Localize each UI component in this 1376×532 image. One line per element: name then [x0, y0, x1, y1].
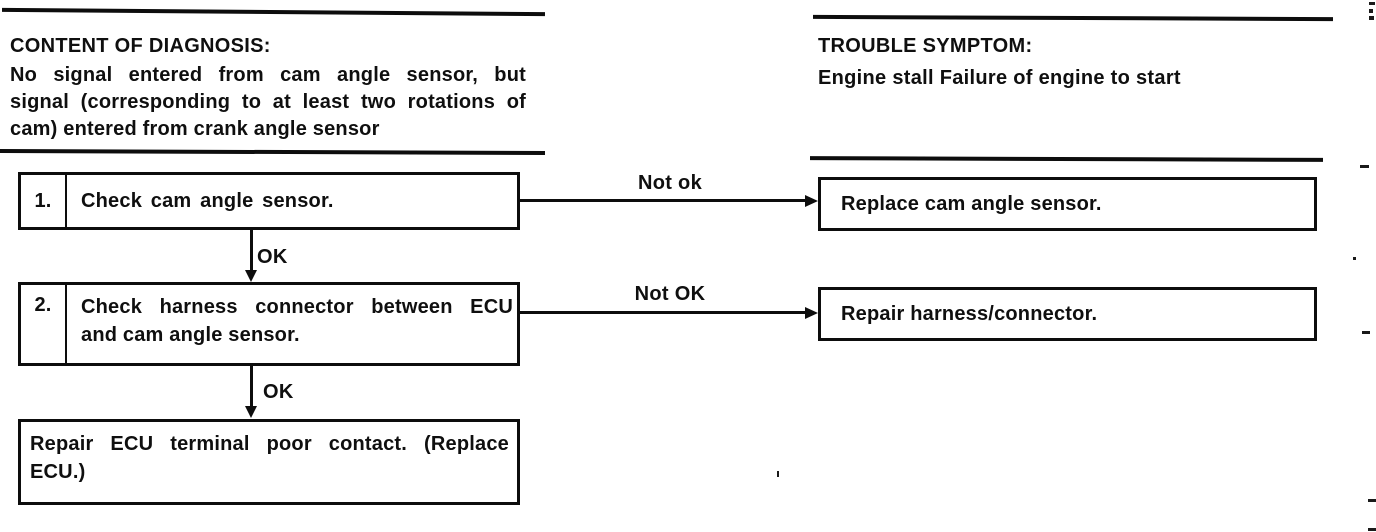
- flow-step-number: 2.: [34, 294, 52, 316]
- flow-step-2-line: Check harness connector between ECU: [81, 296, 513, 318]
- fail-label-2: Not OK: [634, 283, 706, 305]
- scan-artifact: [1369, 16, 1374, 20]
- final-action-line: ECU.): [30, 460, 86, 483]
- flow-step-2-label: Check harness connector between ECU and …: [67, 285, 517, 363]
- symptom-body: Engine stall Failure of engine to start: [818, 67, 1181, 89]
- flow-step-2-number-cell: 2.: [21, 285, 67, 363]
- diagnosis-line: cam) entered from crank angle sensor: [10, 118, 380, 140]
- fail-action-1-label: Replace cam angle sensor.: [841, 192, 1102, 215]
- section-rule-top-right: [812, 14, 1334, 22]
- section-rule-bottom-right: [809, 156, 1324, 162]
- fail-action-2-label: Repair harness/connector.: [841, 302, 1098, 325]
- pass-connector-1: [250, 229, 253, 271]
- flow-step-1-box: 1. Check cam angle sensor.: [18, 172, 520, 230]
- diagnosis-line: signal (corresponding to at least two ro…: [10, 91, 526, 113]
- pass-arrowhead-1-icon: [245, 270, 257, 282]
- flow-step-1-number-cell: 1.: [21, 175, 67, 227]
- fail-connector-2: [520, 311, 807, 314]
- diagnosis-title: CONTENT OF DIAGNOSIS:: [10, 35, 271, 57]
- pass-label-2: OK: [263, 381, 294, 403]
- diagnosis-line: No signal entered from cam angle sensor,…: [10, 64, 526, 86]
- scan-artifact: [1368, 528, 1376, 531]
- fail-arrowhead-1-icon: [805, 194, 818, 207]
- section-rule-bottom-left: [0, 149, 546, 155]
- pass-arrowhead-2-icon: [245, 406, 257, 418]
- flow-step-number: 1.: [34, 189, 52, 212]
- scan-artifact: [1353, 257, 1356, 260]
- scan-artifact: [1362, 331, 1370, 334]
- flow-step-2-box: 2. Check harness connector between ECU a…: [18, 282, 520, 366]
- scan-artifact: [1360, 165, 1369, 168]
- scan-artifact: [1368, 499, 1376, 502]
- fail-connector-1: [520, 199, 807, 202]
- pass-connector-2: [250, 365, 253, 407]
- scan-artifact: [1369, 2, 1375, 5]
- scan-artifact: [777, 471, 779, 477]
- scan-artifact: [1369, 9, 1373, 13]
- final-action-box: Repair ECU terminal poor contact. (Repla…: [18, 419, 520, 505]
- diagnosis-body: No signal entered from cam angle sensor,…: [10, 62, 526, 143]
- flow-step-2-line: and cam angle sensor.: [81, 323, 300, 346]
- fail-action-1-box: Replace cam angle sensor.: [818, 177, 1317, 231]
- symptom-title: TROUBLE SYMPTOM:: [818, 35, 1033, 57]
- fail-arrowhead-2-icon: [805, 306, 818, 319]
- fail-action-2-box: Repair harness/connector.: [818, 287, 1317, 341]
- fail-label-1: Not ok: [637, 172, 703, 194]
- final-action-line: Repair ECU terminal poor contact. (Repla…: [30, 433, 509, 455]
- pass-label-1: OK: [257, 246, 288, 268]
- flow-step-1-label: Check cam angle sensor.: [81, 189, 334, 212]
- section-rule-top-left: [1, 7, 546, 17]
